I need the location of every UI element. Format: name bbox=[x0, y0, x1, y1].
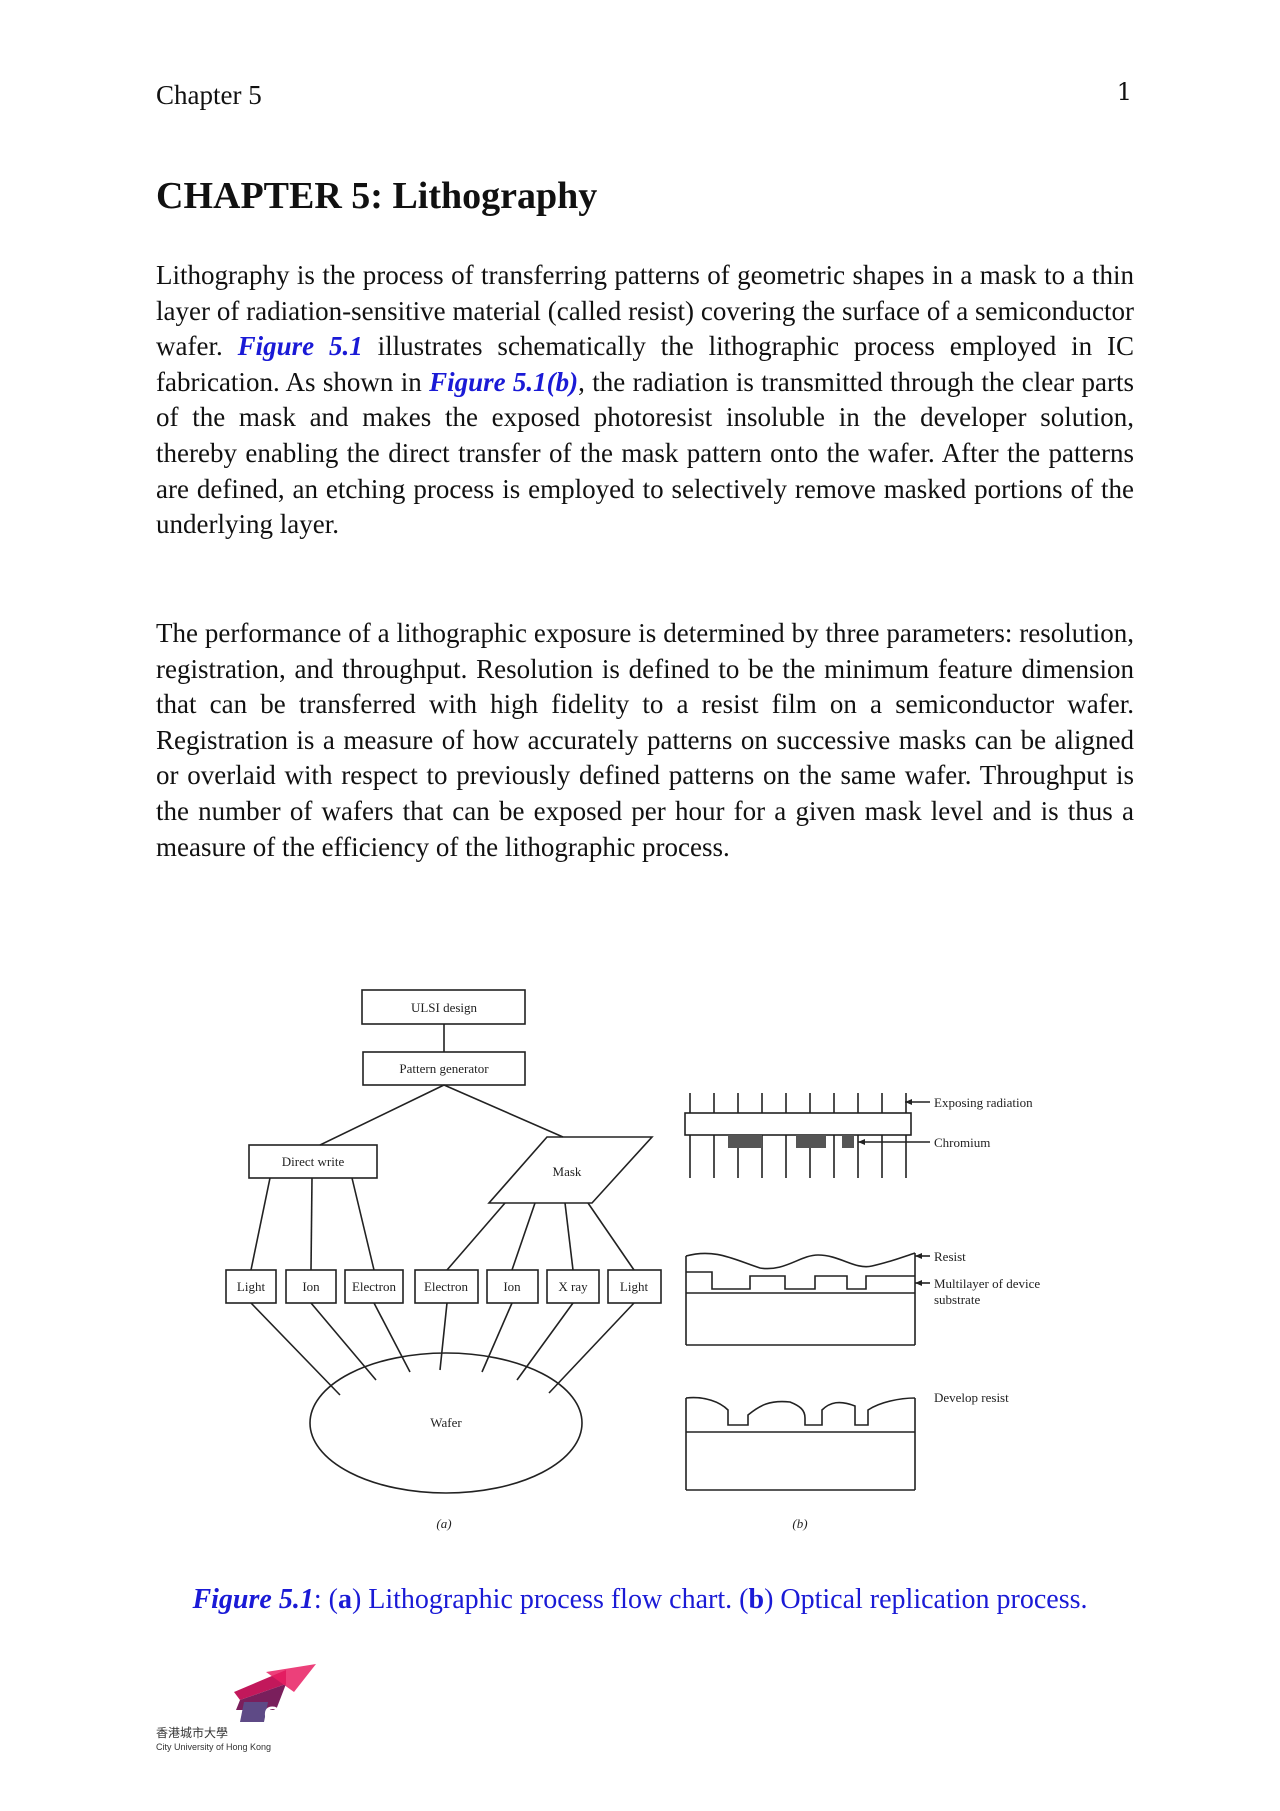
svg-text:City University of Hong Kong: City University of Hong Kong bbox=[156, 1742, 271, 1752]
figure-link[interactable]: Figure 5.1 bbox=[237, 331, 363, 362]
text-run: Lithography is the process of transferri… bbox=[156, 260, 1134, 362]
ulsi-box bbox=[361, 989, 526, 1025]
source-label: Electron bbox=[424, 1279, 469, 1294]
substrate-label: substrate bbox=[934, 1292, 980, 1307]
mask-shape bbox=[487, 1136, 654, 1204]
developed-stack bbox=[685, 1396, 916, 1491]
caption-label: Figure 5.1 bbox=[192, 1584, 314, 1615]
resist-stack bbox=[685, 1252, 930, 1346]
subfigure-a-label: (a) bbox=[436, 1516, 451, 1531]
pattern-generator-box bbox=[362, 1051, 526, 1086]
caption-part-a: a bbox=[337, 1584, 352, 1615]
intro-paragraph: Lithography is the process of transferri… bbox=[156, 258, 1134, 543]
mask-label: Mask bbox=[553, 1164, 582, 1179]
chromium-blocks bbox=[728, 1135, 854, 1148]
source-boxes bbox=[225, 1269, 662, 1304]
multilayer-label: Multilayer of device bbox=[934, 1276, 1040, 1291]
subfigure-b-label: (b) bbox=[792, 1516, 807, 1531]
source-label: Light bbox=[237, 1279, 266, 1294]
resist-label: Resist bbox=[934, 1249, 966, 1264]
wafer-label: Wafer bbox=[430, 1415, 462, 1430]
wafer-ellipse bbox=[309, 1352, 583, 1494]
source-label: Ion bbox=[302, 1279, 320, 1294]
cityu-logo: CityU 香港城市大學 City University of Hong Kon… bbox=[156, 1664, 321, 1752]
page-number: 1 bbox=[1116, 78, 1132, 106]
figure-link[interactable]: Figure 5.1(b) bbox=[429, 366, 579, 397]
direct-write-label: Direct write bbox=[282, 1154, 345, 1169]
performance-paragraph: The performance of a lithographic exposu… bbox=[156, 618, 1134, 862]
chromium-label: Chromium bbox=[934, 1135, 990, 1150]
caption-sep: : bbox=[313, 1584, 329, 1615]
exposing-radiation-label: Exposing radiation bbox=[934, 1095, 1033, 1110]
chapter-title: CHAPTER 5: Lithography bbox=[156, 175, 598, 217]
source-label: X ray bbox=[558, 1279, 588, 1294]
radiation-arrows bbox=[689, 1093, 907, 1178]
svg-text:CityU: CityU bbox=[264, 1702, 321, 1727]
direct-write-box bbox=[248, 1144, 378, 1179]
caption-text-a: Lithographic process flow chart. bbox=[361, 1584, 740, 1615]
develop-resist-label: Develop resist bbox=[934, 1390, 1009, 1405]
mask-plate bbox=[684, 1112, 912, 1136]
text-run: illustrates schematically the lithograph… bbox=[156, 331, 1134, 397]
ulsi-label: ULSI design bbox=[411, 1000, 478, 1015]
source-label: Light bbox=[620, 1279, 649, 1294]
pattern-generator-label: Pattern generator bbox=[399, 1061, 489, 1076]
source-label: Ion bbox=[503, 1279, 521, 1294]
caption-text-b: Optical replication process. bbox=[773, 1584, 1088, 1615]
caption-part-b: b bbox=[748, 1584, 765, 1615]
figure-caption: Figure 5.1: (a) Lithographic process flo… bbox=[192, 1584, 1088, 1615]
source-label: Electron bbox=[352, 1279, 397, 1294]
text-run: , the radiation is transmitted through t… bbox=[156, 366, 1134, 540]
running-header: Chapter 5 bbox=[156, 80, 262, 110]
svg-text:香港城市大學: 香港城市大學 bbox=[156, 1725, 228, 1740]
